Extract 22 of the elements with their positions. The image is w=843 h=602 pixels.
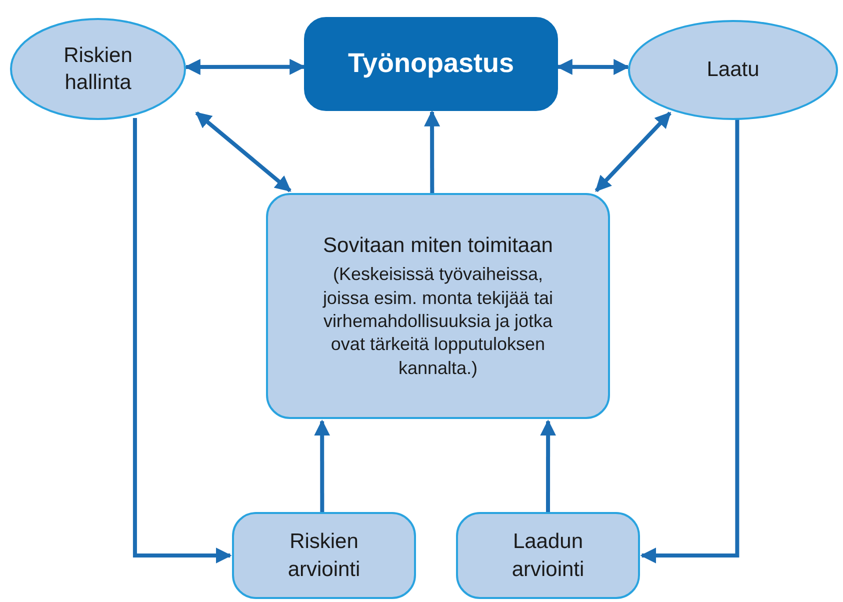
process-box xyxy=(456,512,640,599)
arrow xyxy=(640,118,740,564)
arrow xyxy=(132,118,232,564)
node-label: Riskien hallinta xyxy=(62,42,134,96)
ellipse-node xyxy=(628,20,838,120)
ellipse-node xyxy=(10,18,186,120)
node-label: Sovitaan miten toimitaan xyxy=(322,232,554,259)
arrow xyxy=(314,420,330,512)
process-box xyxy=(232,512,416,599)
arrow xyxy=(195,111,292,192)
arrow xyxy=(594,112,672,192)
arrow xyxy=(540,420,556,512)
node-label: Laatu xyxy=(706,57,760,84)
arrow xyxy=(556,58,630,75)
arrow xyxy=(184,58,306,75)
node-label: Riskien arviointi xyxy=(286,529,362,582)
node-label: Työnopastus xyxy=(346,47,515,80)
node-label: Laadun arviointi xyxy=(510,529,586,582)
main-box xyxy=(304,17,558,111)
node-description: (Keskeisissä työvaiheissa, joissa esim. monta tekijää tai virhemahdollisuuksia ja jotka ovat tärkeitä lopputuloksen kannalta.) xyxy=(322,263,554,380)
arrow xyxy=(424,110,440,193)
process-box xyxy=(266,193,610,419)
